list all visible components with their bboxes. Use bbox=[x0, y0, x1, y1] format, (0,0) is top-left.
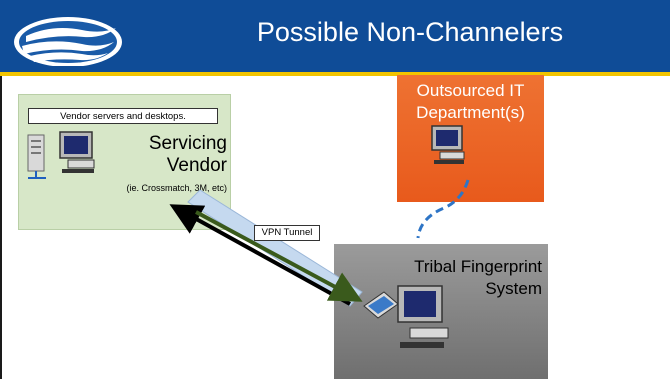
slide-title: Possible Non-Channelers bbox=[256, 17, 564, 47]
vendor-callout: Vendor servers and desktops. bbox=[28, 108, 218, 124]
it-label-line1: Outsourced IT bbox=[416, 81, 525, 100]
scanner-icon bbox=[363, 291, 399, 319]
it-label-line2: Department(s) bbox=[416, 103, 525, 122]
vendor-subtitle: (ie. Crossmatch, 3M, etc) bbox=[126, 183, 227, 193]
it-department-label: Outsourced IT Department(s) bbox=[397, 80, 544, 124]
vpn-tunnel-label: VPN Tunnel bbox=[254, 225, 320, 241]
header-accent-stripe bbox=[0, 72, 670, 76]
computer-icon bbox=[397, 285, 449, 348]
tribal-fingerprint-label: Tribal Fingerprint System bbox=[350, 256, 542, 300]
server-icon bbox=[27, 134, 46, 179]
outsourced-it-box bbox=[397, 75, 544, 202]
vendor-title: Servicing Vendor bbox=[100, 133, 227, 177]
vpn-arrow-to-tribal bbox=[195, 210, 363, 302]
vpn-arrow-to-vendor bbox=[169, 204, 351, 306]
vendor-title-line2: Vendor bbox=[166, 155, 227, 176]
computer-icon bbox=[431, 125, 465, 164]
tribal-label-line1: Tribal Fingerprint bbox=[414, 257, 542, 276]
tribal-label-line2: System bbox=[485, 279, 542, 298]
it-connection-dashed bbox=[416, 179, 470, 239]
vendor-title-line1: Servicing bbox=[148, 133, 227, 154]
left-border-line bbox=[0, 76, 2, 379]
logo-icon bbox=[14, 17, 122, 66]
computer-icon bbox=[59, 131, 95, 173]
